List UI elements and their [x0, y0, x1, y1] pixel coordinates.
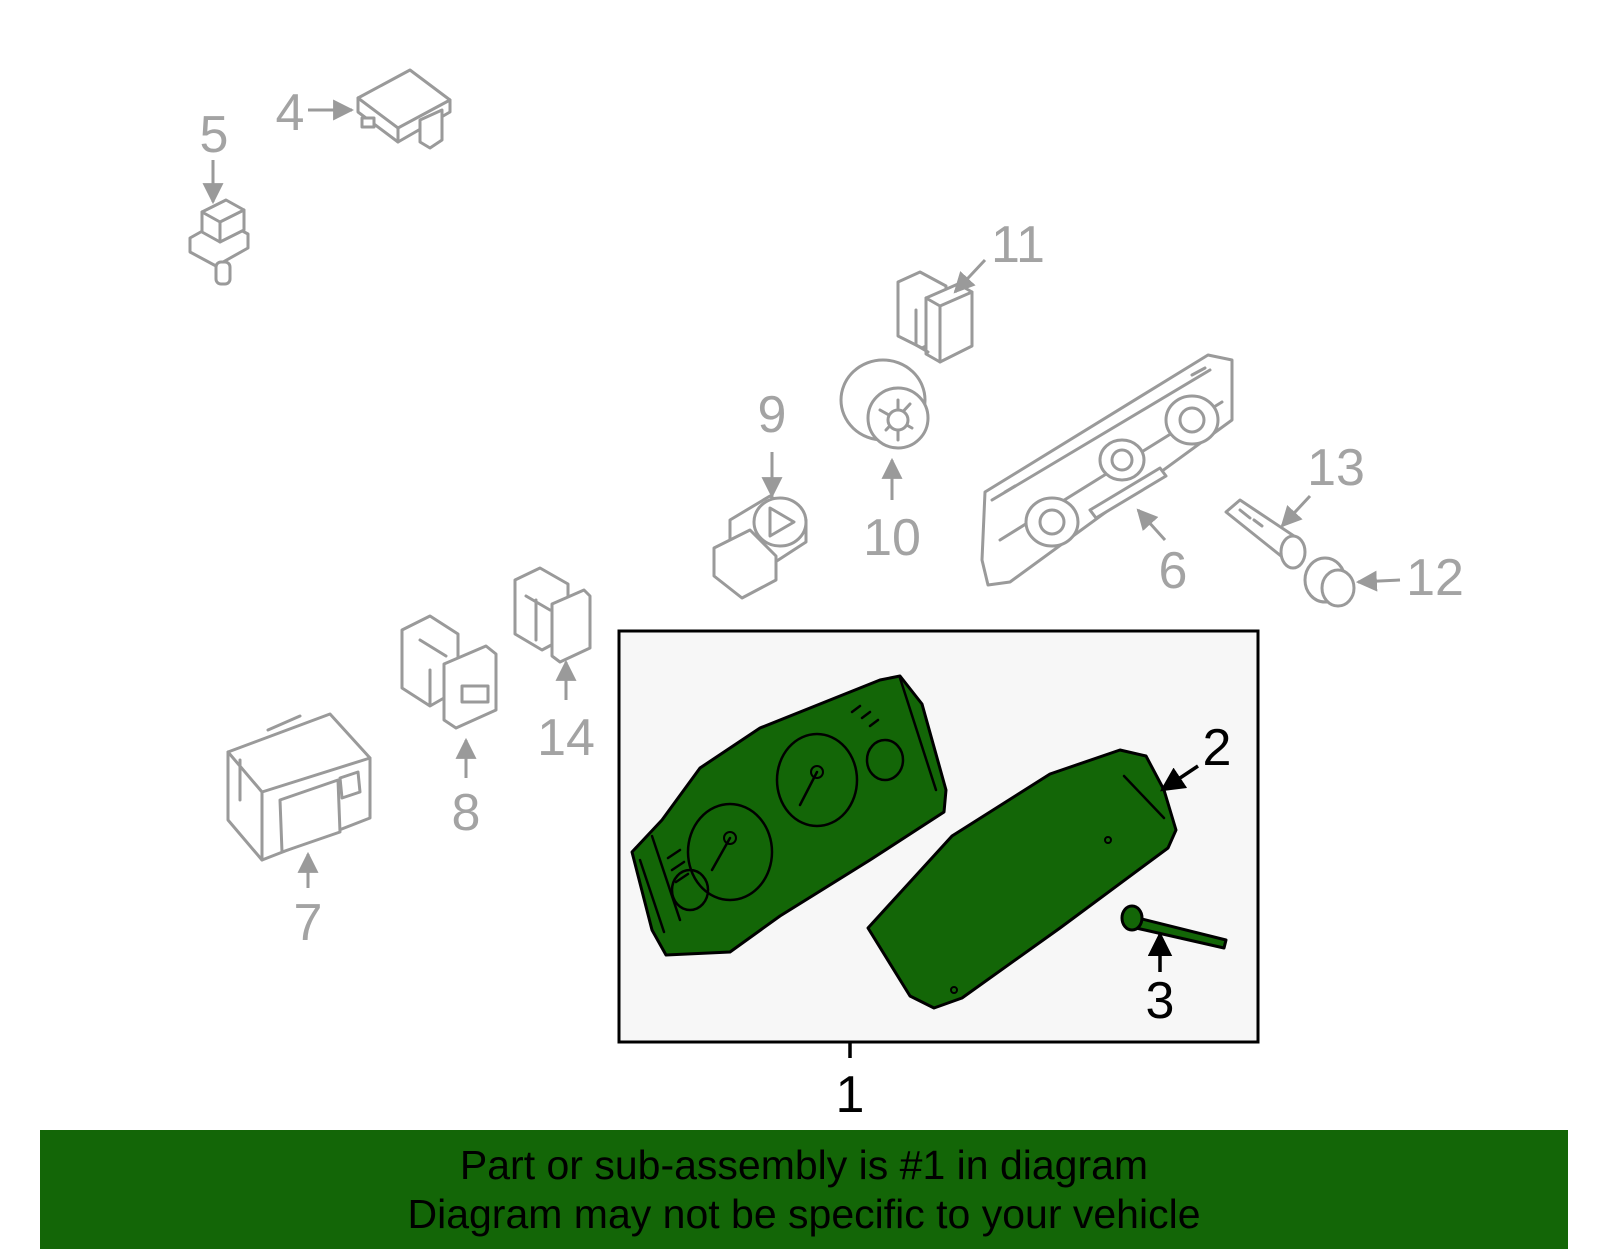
callout-14: 14: [537, 709, 595, 767]
notice-line-2: Diagram may not be specific to your vehi…: [407, 1190, 1201, 1237]
callout-5: 5: [200, 106, 229, 164]
part-10-knob[interactable]: [839, 358, 930, 450]
part-2-cluster-lens[interactable]: [866, 748, 1178, 1010]
part-8-switch[interactable]: [400, 614, 498, 730]
leader-11: [953, 258, 987, 294]
part-5-sensor[interactable]: [188, 198, 250, 286]
part-14-switch[interactable]: [513, 566, 592, 664]
part-12-cap[interactable]: [1303, 556, 1356, 608]
part-4-module[interactable]: [356, 68, 452, 150]
part-9-hazard-switch[interactable]: [712, 494, 808, 600]
notice-banner: Part or sub-assembly is #1 in diagram Di…: [40, 1130, 1568, 1249]
callout-6: 6: [1159, 542, 1188, 600]
callout-1: 1: [836, 1066, 865, 1124]
leader-13: [1280, 494, 1312, 528]
notice-line-1: Part or sub-assembly is #1 in diagram: [459, 1141, 1149, 1188]
part-11-switch[interactable]: [896, 270, 974, 364]
leader-6: [1136, 508, 1167, 542]
part-7-control-module[interactable]: [226, 712, 372, 862]
part-1-instrument-cluster[interactable]: [630, 674, 948, 957]
callout-2: 2: [1203, 719, 1232, 777]
callout-13: 13: [1307, 439, 1365, 497]
leader-12: [1355, 570, 1401, 592]
leader-2: [1159, 764, 1199, 792]
callout-11: 11: [991, 216, 1045, 274]
callout-10: 10: [863, 509, 921, 567]
callout-8: 8: [452, 784, 481, 842]
callout-7: 7: [294, 894, 323, 952]
part-13-socket[interactable]: [1224, 498, 1307, 570]
callout-3: 3: [1146, 972, 1175, 1030]
callout-4: 4: [276, 84, 305, 142]
callout-12: 12: [1406, 549, 1464, 607]
notice-banner-background: [40, 1130, 1568, 1249]
callout-9: 9: [758, 386, 787, 444]
part-6-climate-control-panel[interactable]: [980, 353, 1234, 587]
part-3-screw[interactable]: [1120, 904, 1228, 950]
